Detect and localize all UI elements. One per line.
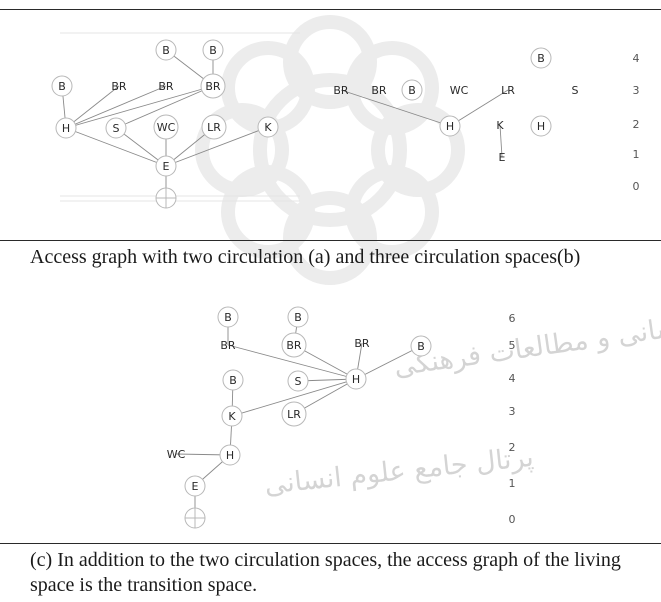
graph-c-node-b: B xyxy=(294,311,302,324)
graph-c-edge xyxy=(231,378,357,417)
graph-a-node-br: BR xyxy=(111,80,127,93)
graph-c-edge xyxy=(227,344,357,380)
graph-c-node-circle xyxy=(281,401,307,427)
graph-b-level-label: 0 xyxy=(633,180,640,193)
graph-c-node-circle xyxy=(287,306,309,328)
graph-a-edge xyxy=(65,85,167,129)
graph-c-node-h: H xyxy=(352,373,360,386)
bottom-rule xyxy=(0,543,661,544)
graph-b-node-circle xyxy=(439,115,461,137)
graph-a-node-b: B xyxy=(209,44,217,57)
graph-c-level-label: 4 xyxy=(509,372,516,385)
graph-a-node-circle xyxy=(155,155,177,177)
graph-a-edge xyxy=(65,85,214,129)
graph-a-node-circle xyxy=(202,39,224,61)
graph-c-node-circle xyxy=(345,368,367,390)
graph-a-edge xyxy=(165,126,269,167)
graph-a-node-circle xyxy=(55,117,77,139)
caption-c: (c) In addition to the two circulation s… xyxy=(30,549,621,596)
graph-a-node-b: B xyxy=(162,44,170,57)
graph-a-node-circle xyxy=(201,114,227,140)
graph-a-edge xyxy=(115,85,214,129)
caption-ab: Access graph with two circulation (a) an… xyxy=(30,246,581,268)
graph-b-node-e: E xyxy=(499,151,506,164)
graph-a-node-circle xyxy=(51,75,73,97)
graph-b-node-br: BR xyxy=(333,84,349,97)
graph-a-node-circle xyxy=(155,39,177,61)
graph-c-node-circle xyxy=(217,306,239,328)
graph-a-node-b: B xyxy=(58,80,66,93)
graph-a-node-k: K xyxy=(264,121,272,134)
graph-c-node-circle xyxy=(219,444,241,466)
graph-a-node-br: BR xyxy=(205,80,221,93)
graph-a-node-wc: WC xyxy=(157,121,176,134)
graph-b-edge xyxy=(449,89,509,127)
graph-a-node-h: H xyxy=(62,122,70,135)
top-rule xyxy=(0,9,661,10)
graph-b-node-h: H xyxy=(537,120,545,133)
graph-c-node-k: K xyxy=(228,410,236,423)
graph-c-node-b: B xyxy=(224,311,232,324)
graph-c-node-circle xyxy=(410,335,432,357)
graph-b-node-s: S xyxy=(572,84,579,97)
graph-a-node-circle xyxy=(200,73,226,99)
graph-c-node-circle xyxy=(221,405,243,427)
graph-b-level-label: 2 xyxy=(633,118,640,131)
graph-c-node-lr: LR xyxy=(287,408,301,421)
graph-c-node-br: BR xyxy=(286,339,302,352)
graph-b-node-wc: WC xyxy=(450,84,469,97)
graph-c-node-br: BR xyxy=(220,339,236,352)
graph-b-edge xyxy=(340,89,451,127)
graph-c-node-circle xyxy=(287,370,309,392)
graph-a-node-circle xyxy=(257,116,279,138)
graph-c-node-br: BR xyxy=(354,337,370,350)
graph-c-node-s: S xyxy=(295,375,302,388)
graph-a-node-circle xyxy=(153,114,179,140)
graph-c-node-b: B xyxy=(229,374,237,387)
graph-a-node-circle xyxy=(105,117,127,139)
graph-c-node-wc: WC xyxy=(167,448,186,461)
graph-b-level-label: 1 xyxy=(633,148,640,161)
graph-a-node-e: E xyxy=(163,160,170,173)
graph-b-node-k: K xyxy=(496,119,504,132)
graph-c-node-circle xyxy=(222,369,244,391)
graph-a-node-br: BR xyxy=(158,80,174,93)
graph-a-edge xyxy=(65,85,120,129)
graph-b-node-h: H xyxy=(446,120,454,133)
graph-c-node-b: B xyxy=(417,340,425,353)
graph-b-node-b: B xyxy=(408,84,416,97)
graph-c-node-circle xyxy=(281,332,307,358)
graph-b-level-label: 3 xyxy=(633,84,640,97)
graph-b-node-circle xyxy=(401,79,423,101)
graph-c-level-label: 6 xyxy=(509,312,516,325)
graph-b-node-b: B xyxy=(537,52,545,65)
graph-b-level-label: 4 xyxy=(633,52,640,65)
graph-b-node-circle xyxy=(530,115,552,137)
graph-c-level-label: 2 xyxy=(509,441,516,454)
graph-c-edge xyxy=(355,345,422,380)
graph-b-node-br: BR xyxy=(371,84,387,97)
graph-a-node-lr: LR xyxy=(207,121,221,134)
graph-c-level-label: 3 xyxy=(509,405,516,418)
graph-b-edge xyxy=(499,124,503,158)
graph-c-level-label: 1 xyxy=(509,477,516,490)
graph-a-edge xyxy=(65,127,167,167)
graph-c-node-h: H xyxy=(226,449,234,462)
graph-c-node-e: E xyxy=(192,480,199,493)
graph-c-node-circle xyxy=(184,475,206,497)
graph-b-node-circle xyxy=(530,47,552,69)
graph-c-level-label: 0 xyxy=(509,513,516,526)
middle-rule xyxy=(0,240,661,241)
graph-b-node-lr: LR xyxy=(501,84,515,97)
graph-c-level-label: 5 xyxy=(509,339,516,352)
graph-a-node-s: S xyxy=(113,122,120,135)
